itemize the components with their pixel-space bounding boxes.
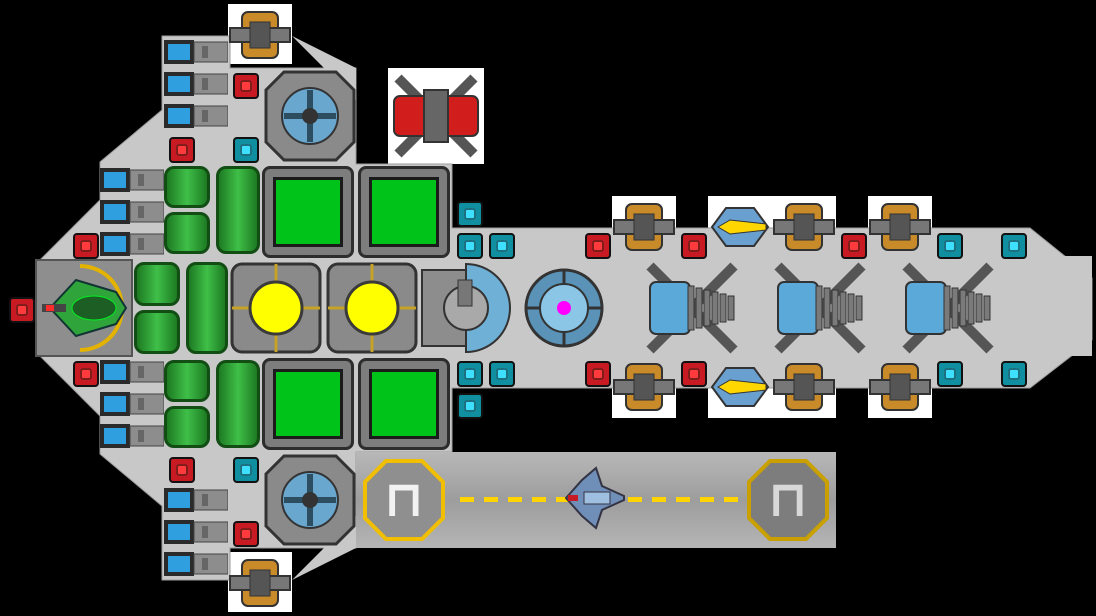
landing-pad-left[interactable] [362, 458, 446, 542]
lane-dash [676, 497, 690, 502]
cargo-bay[interactable] [358, 166, 450, 258]
thruster-icon[interactable] [100, 230, 164, 258]
heavy-red-gun-icon[interactable] [390, 70, 482, 162]
lane-dash [652, 497, 666, 502]
thruster-icon[interactable] [164, 102, 228, 130]
thruster-icon[interactable] [100, 390, 164, 418]
turret-icon[interactable] [868, 198, 932, 256]
cargo-bay[interactable] [358, 358, 450, 450]
reactor-core[interactable] [228, 260, 324, 356]
coolant-tank[interactable] [164, 360, 210, 402]
cyan-indicator-icon[interactable] [233, 137, 259, 163]
red-indicator-icon[interactable] [73, 233, 99, 259]
red-indicator-icon[interactable] [585, 361, 611, 387]
lane-dash [556, 497, 570, 502]
docked-fighter-icon[interactable] [562, 466, 628, 530]
coolant-tank[interactable] [164, 212, 210, 254]
missile-pod-icon[interactable] [708, 358, 772, 416]
missile-pod-icon[interactable] [708, 198, 772, 256]
coolant-tank[interactable] [164, 166, 210, 208]
cyan-indicator-icon[interactable] [489, 361, 515, 387]
landing-pad-left-label: ⊓ [384, 470, 424, 528]
cyan-indicator-icon[interactable] [457, 201, 483, 227]
gyro-module-icon[interactable] [264, 70, 356, 162]
cyan-indicator-icon[interactable] [233, 457, 259, 483]
thruster-icon[interactable] [100, 358, 164, 386]
red-indicator-icon[interactable] [73, 361, 99, 387]
cyan-indicator-icon[interactable] [937, 361, 963, 387]
thruster-icon[interactable] [164, 486, 228, 514]
cyan-indicator-icon[interactable] [1001, 233, 1027, 259]
red-indicator-icon[interactable] [169, 137, 195, 163]
red-indicator-icon[interactable] [681, 233, 707, 259]
thruster-icon[interactable] [100, 166, 164, 194]
lane-dash [724, 497, 738, 502]
turret-icon[interactable] [772, 358, 836, 416]
thruster-icon[interactable] [100, 422, 164, 450]
coolant-tank[interactable] [216, 166, 260, 254]
red-indicator-icon[interactable] [9, 297, 35, 323]
coolant-tank[interactable] [134, 262, 180, 306]
lane-dash [700, 497, 714, 502]
lane-dash [532, 497, 546, 502]
heavy-gun-icon[interactable] [900, 260, 996, 356]
thruster-icon[interactable] [164, 38, 228, 66]
lane-dash [508, 497, 522, 502]
landing-pad-right[interactable] [746, 458, 830, 542]
red-indicator-icon[interactable] [841, 233, 867, 259]
lane-dash [628, 497, 642, 502]
gyro-module-icon[interactable] [264, 454, 356, 546]
cyan-indicator-icon[interactable] [937, 233, 963, 259]
turret-icon[interactable] [612, 358, 676, 416]
thruster-icon[interactable] [164, 518, 228, 546]
cyan-indicator-icon[interactable] [1001, 361, 1027, 387]
cargo-bay[interactable] [262, 166, 354, 258]
heavy-gun-icon[interactable] [772, 260, 868, 356]
thruster-icon[interactable] [164, 550, 228, 578]
turret-icon[interactable] [612, 198, 676, 256]
lane-dash [484, 497, 498, 502]
coolant-tank[interactable] [164, 406, 210, 448]
coolant-tank[interactable] [134, 310, 180, 354]
turret-icon[interactable] [228, 6, 292, 64]
cargo-bay[interactable] [262, 358, 354, 450]
shield-core-icon[interactable] [522, 266, 606, 350]
cyan-indicator-icon[interactable] [457, 233, 483, 259]
cyan-indicator-icon[interactable] [457, 393, 483, 419]
landing-pad-right-label: ⊓ [768, 470, 808, 528]
cyan-indicator-icon[interactable] [457, 361, 483, 387]
reactor-core[interactable] [324, 260, 420, 356]
turret-icon[interactable] [772, 198, 836, 256]
cockpit-icon[interactable] [36, 262, 132, 354]
heavy-gun-icon[interactable] [644, 260, 740, 356]
thruster-icon[interactable] [164, 70, 228, 98]
engine-dome-icon[interactable] [420, 262, 512, 354]
red-indicator-icon[interactable] [169, 457, 195, 483]
cyan-indicator-icon[interactable] [489, 233, 515, 259]
red-indicator-icon[interactable] [233, 73, 259, 99]
coolant-tank[interactable] [186, 262, 228, 354]
red-indicator-icon[interactable] [233, 521, 259, 547]
turret-icon[interactable] [228, 554, 292, 612]
turret-icon[interactable] [868, 358, 932, 416]
red-indicator-icon[interactable] [681, 361, 707, 387]
coolant-tank[interactable] [216, 360, 260, 448]
red-indicator-icon[interactable] [585, 233, 611, 259]
thruster-icon[interactable] [100, 198, 164, 226]
lane-dash [460, 497, 474, 502]
